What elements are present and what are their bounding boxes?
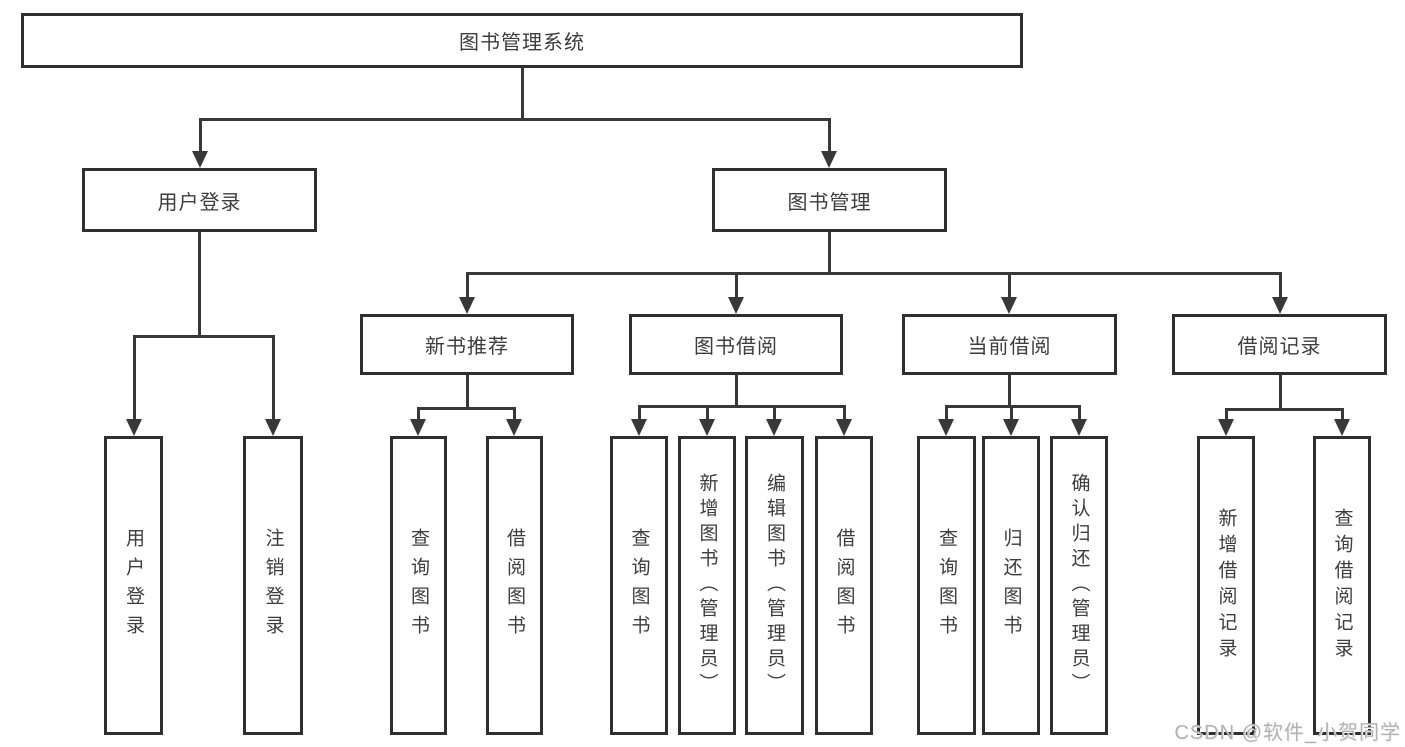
connector-line [466,272,1282,275]
connector-line [1225,408,1228,421]
arrowhead-down [1218,419,1234,436]
arrowhead-down [821,151,837,168]
connector-line [417,407,420,421]
node-current-borrowing: 当前借阅 [902,314,1117,375]
leaf-add-books-admin: 新增图书（管理员） [678,436,736,735]
connector-line [1279,272,1282,298]
arrowhead-down [766,419,782,436]
node-borrowing-records: 借阅记录 [1172,314,1387,375]
connector-line [945,405,948,421]
connector-line [735,375,738,405]
arrowhead-down [1003,419,1019,436]
connector-line [133,335,275,338]
connector-line [1225,408,1343,411]
leaf-user-login: 用户登录 [104,436,163,735]
leaf-logout: 注销登录 [243,436,303,735]
arrowhead-down [1071,419,1087,436]
node-new-book-recommend: 新书推荐 [360,314,574,375]
node-library-management-system: 图书管理系统 [21,13,1023,68]
arrowhead-down [728,297,744,314]
connector-line [521,68,524,118]
connector-line [828,232,831,272]
leaf-query-books-borrow: 查询图书 [610,436,668,735]
connector-line [466,375,469,407]
csdn-watermark: CSDN @软件_小贺同学 [1174,722,1401,744]
connector-line [272,335,275,420]
leaf-borrow-books: 借阅图书 [815,436,873,735]
leaf-return-books: 归还图书 [982,436,1040,735]
arrowhead-down [459,297,475,314]
arrowhead-down [192,151,208,168]
connector-line [1010,405,1013,421]
connector-line [1008,272,1011,298]
connector-line [1078,405,1081,421]
leaf-query-borrow-record: 查询借阅记录 [1313,436,1371,735]
arrowhead-down [410,419,426,436]
leaf-borrow-books-recommend: 借阅图书 [486,436,543,735]
connector-line [133,335,136,420]
connector-line [1341,408,1344,421]
leaf-add-borrow-record: 新增借阅记录 [1197,436,1255,735]
node-book-borrowing: 图书借阅 [629,314,843,375]
arrowhead-down [938,419,954,436]
connector-line [199,118,831,121]
arrowhead-down [506,419,522,436]
leaf-query-books-current: 查询图书 [917,436,976,735]
connector-line [513,407,516,421]
arrowhead-down [1272,297,1288,314]
connector-line [417,407,516,410]
arrowhead-down [699,419,715,436]
connector-line [199,118,202,152]
connector-line [843,405,846,421]
connector-line [773,405,776,421]
connector-line [945,405,1081,408]
connector-line [828,118,831,152]
arrowhead-down [1334,419,1350,436]
arrowhead-down [126,419,142,436]
connector-line [735,272,738,298]
leaf-query-books-recommend: 查询图书 [390,436,447,735]
connector-line [638,405,846,408]
connector-line [466,272,469,298]
connector-line [1008,375,1011,405]
node-user-login: 用户登录 [82,168,317,232]
arrowhead-down [836,419,852,436]
arrowhead-down [265,419,281,436]
connector-line [198,232,201,335]
connector-line [1279,375,1282,408]
connector-line [706,405,709,421]
leaf-confirm-return-admin: 确认归还（管理员） [1050,436,1108,735]
arrowhead-down [1001,297,1017,314]
arrowhead-down [631,419,647,436]
leaf-edit-books-admin: 编辑图书（管理员） [745,436,804,735]
connector-line [638,405,641,421]
node-book-management: 图书管理 [712,168,947,232]
